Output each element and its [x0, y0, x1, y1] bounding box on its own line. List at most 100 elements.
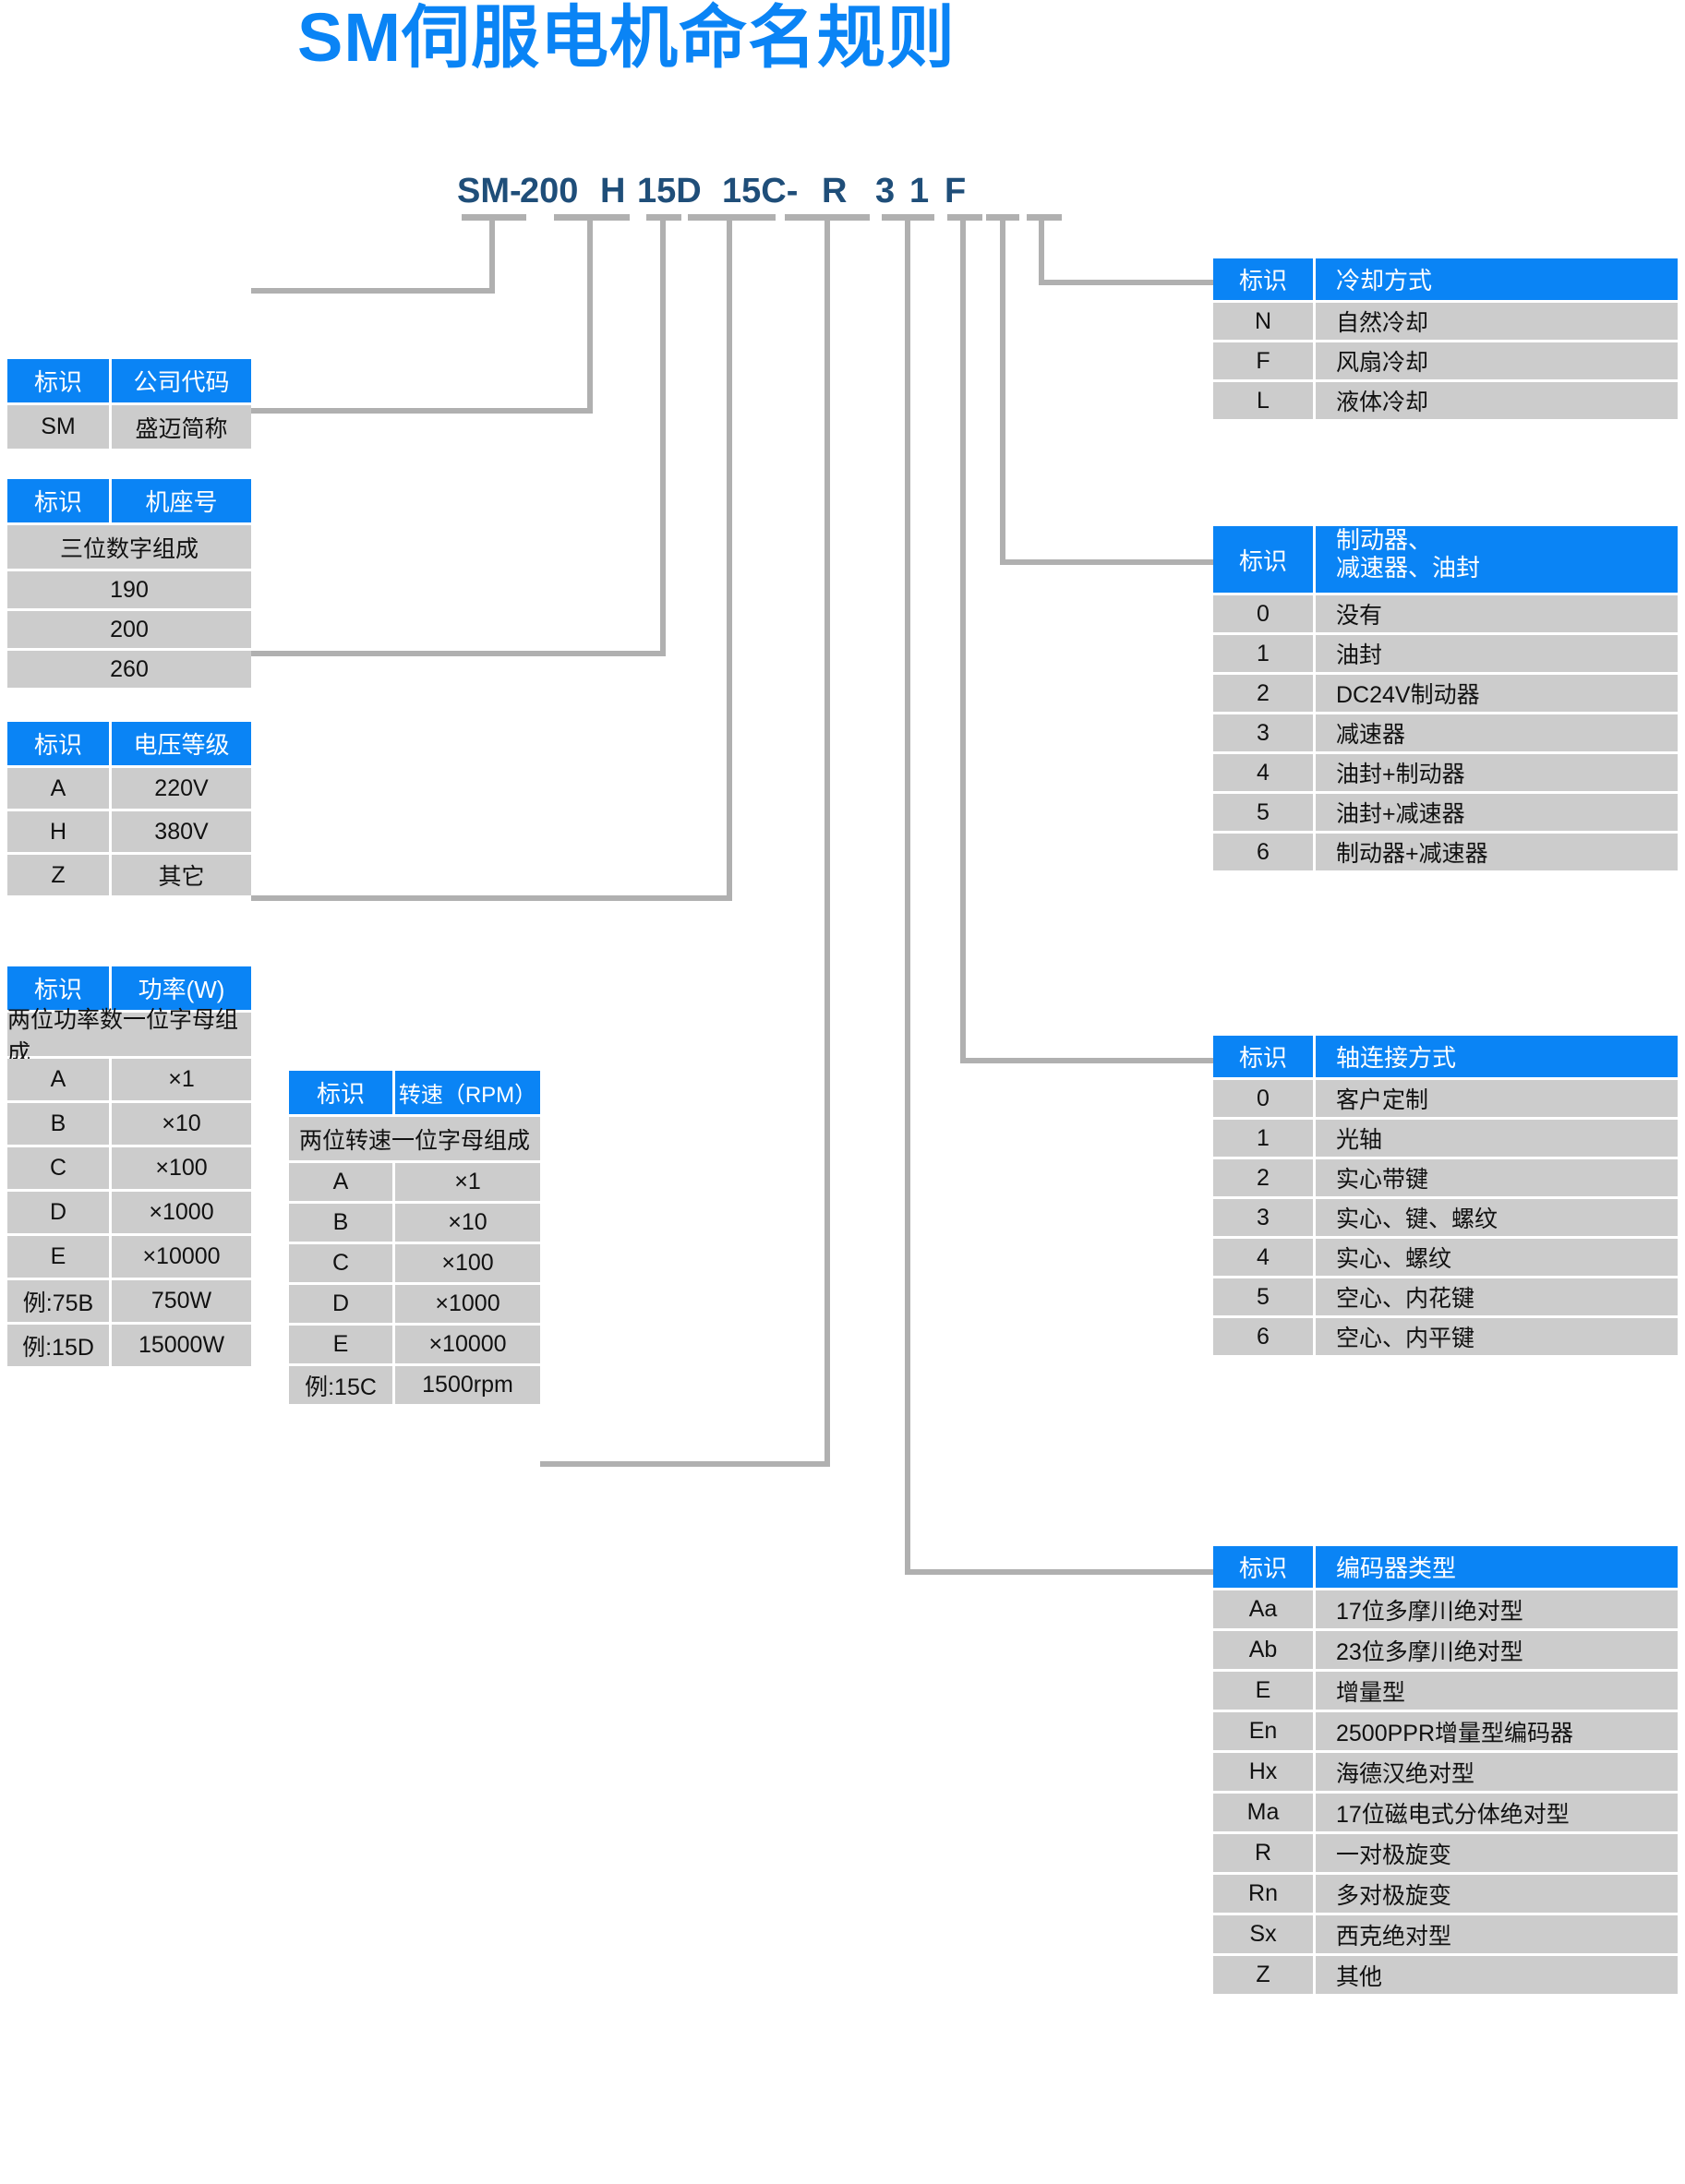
table-row: 2 DC24V制动器: [1213, 675, 1678, 712]
table-row: E ×10000: [7, 1236, 251, 1278]
cell-encoder-single-pole-resolver: 一对极旋变: [1316, 1834, 1678, 1872]
connector-shaft-vertical: [960, 214, 966, 1058]
header-cell-label: 标识: [1213, 258, 1313, 300]
underline-stub-cooling: [1027, 214, 1062, 221]
header-cell-shaft: 轴连接方式: [1316, 1036, 1678, 1077]
table-row: 3 减速器: [1213, 714, 1678, 751]
cell-brake-code-2: 2: [1213, 675, 1313, 712]
cell-shaft-solid-key: 实心带键: [1316, 1159, 1678, 1196]
header-cell-label: 标识: [1213, 1036, 1313, 1077]
connector-rpm-vertical: [824, 214, 830, 1461]
cell-brake-code-3: 3: [1213, 714, 1313, 751]
table-row: 1 油封: [1213, 635, 1678, 672]
connector-power-vertical: [727, 214, 732, 895]
table-header-row: 标识 机座号: [7, 479, 251, 522]
connector-voltage-vertical: [660, 214, 666, 651]
table-header-row: 标识 编码器类型: [1213, 1546, 1678, 1588]
cell-brake-code-6: 6: [1213, 834, 1313, 870]
cell-frame-200: 200: [7, 611, 251, 648]
cell-power-example-15d: 例:15D: [7, 1325, 109, 1366]
cell-voltage-380v: 380V: [112, 811, 251, 852]
table-row: 4 油封+制动器: [1213, 754, 1678, 791]
cell-brake-code-0: 0: [1213, 595, 1313, 632]
cell-encoder-code-rn: Rn: [1213, 1875, 1313, 1913]
table-row: 例:15D 15000W: [7, 1325, 251, 1366]
table-row: N 自然冷却: [1213, 303, 1678, 340]
connector-frame-horizontal: [251, 408, 593, 414]
table-row: En 2500PPR增量型编码器: [1213, 1712, 1678, 1750]
table-note-row: 三位数字组成: [7, 525, 251, 569]
cell-brake-none: 没有: [1316, 595, 1678, 632]
table-row: 2 实心带键: [1213, 1159, 1678, 1196]
cell-power-mult-1000: ×1000: [112, 1192, 251, 1233]
table-header-row: 标识 转速（RPM）: [289, 1071, 540, 1114]
table-power: 标识 功率(W) 两位功率数一位字母组成 A ×1 B ×10 C ×100 D…: [7, 966, 251, 1366]
cell-code-sm: SM: [7, 405, 109, 449]
table-note-row: 两位转速一位字母组成: [289, 1117, 540, 1160]
cell-shaft-solid-thread: 实心、螺纹: [1316, 1239, 1678, 1276]
cell-brake-oilseal-reducer: 油封+减速器: [1316, 794, 1678, 831]
connector-voltage-horizontal: [251, 651, 666, 656]
cell-encoder-2500ppr: 2500PPR增量型编码器: [1316, 1712, 1678, 1750]
cell-brake-code-4: 4: [1213, 754, 1313, 791]
connector-encoder-horizontal: [905, 1569, 1213, 1575]
connector-encoder-vertical: [905, 214, 910, 1569]
connector-cooling-horizontal: [1039, 280, 1213, 285]
cell-power-code-c: C: [7, 1147, 109, 1189]
table-shaft-connection: 标识 轴连接方式 0 客户定制 1 光轴 2 实心带键 3 实心、键、螺纹 4 …: [1213, 1036, 1678, 1355]
header-brake-line2: 减速器、油封: [1336, 554, 1481, 582]
header-cell-frame-size: 机座号: [112, 479, 251, 522]
model-segment-rpm: 15C-: [722, 172, 799, 210]
cell-shaft-code-1: 1: [1213, 1120, 1313, 1157]
header-cell-label: 标识: [7, 966, 109, 1010]
table-brake-reducer-oilseal: 标识 制动器、 减速器、油封 0 没有 1 油封 2 DC24V制动器 3 减速…: [1213, 526, 1678, 870]
cell-encoder-code-sx: Sx: [1213, 1915, 1313, 1953]
table-row: Z 其它: [7, 855, 251, 895]
table-encoder-type: 标识 编码器类型 Aa 17位多摩川绝对型 Ab 23位多摩川绝对型 E 增量型…: [1213, 1546, 1678, 1994]
table-header-row: 标识 轴连接方式: [1213, 1036, 1678, 1077]
cell-power-example-75b: 例:75B: [7, 1280, 109, 1322]
cell-rpm-code-e: E: [289, 1326, 392, 1363]
cell-encoder-17bit-magnetic: 17位磁电式分体绝对型: [1316, 1794, 1678, 1831]
cell-power-mult-1: ×1: [112, 1059, 251, 1100]
table-row: B ×10: [289, 1204, 540, 1242]
header-cell-power: 功率(W): [112, 966, 251, 1010]
table-frame-size: 标识 机座号 三位数字组成 190 200 260: [7, 479, 251, 688]
table-row: 6 制动器+减速器: [1213, 834, 1678, 870]
cell-cooling-code-l: L: [1213, 382, 1313, 419]
cell-cooling-code-f: F: [1213, 342, 1313, 379]
table-row: 260: [7, 651, 251, 688]
header-cell-rpm: 转速（RPM）: [395, 1071, 540, 1114]
cell-shaft-code-5: 5: [1213, 1278, 1313, 1315]
table-row: Ma 17位磁电式分体绝对型: [1213, 1794, 1678, 1831]
header-cell-label: 标识: [289, 1071, 392, 1114]
table-voltage-level: 标识 电压等级 A 220V H 380V Z 其它: [7, 722, 251, 895]
header-cell-company-code: 公司代码: [112, 359, 251, 402]
cell-shaft-hollow-spline: 空心、内花键: [1316, 1278, 1678, 1315]
cell-company-name: 盛迈简称: [112, 405, 251, 449]
table-row: D ×1000: [7, 1192, 251, 1233]
cell-rpm-1500rpm: 1500rpm: [395, 1366, 540, 1404]
table-row: E 增量型: [1213, 1672, 1678, 1710]
cell-shaft-code-6: 6: [1213, 1318, 1313, 1355]
table-row: 0 客户定制: [1213, 1080, 1678, 1117]
table-row: A ×1: [7, 1059, 251, 1100]
cell-shaft-custom: 客户定制: [1316, 1080, 1678, 1117]
table-header-row: 标识 公司代码: [7, 359, 251, 402]
table-row: B ×10: [7, 1103, 251, 1145]
table-row: D ×1000: [289, 1285, 540, 1323]
header-cell-encoder: 编码器类型: [1316, 1546, 1678, 1588]
cell-rpm-mult-10: ×10: [395, 1204, 540, 1242]
connector-frame-vertical: [587, 214, 593, 408]
model-segment-cooling: F: [945, 172, 967, 210]
cell-rpm-mult-1: ×1: [395, 1163, 540, 1201]
table-header-row: 标识 功率(W): [7, 966, 251, 1010]
cell-encoder-code-hx: Hx: [1213, 1753, 1313, 1791]
cell-encoder-code-ab: Ab: [1213, 1631, 1313, 1669]
model-segment-company: SM-: [457, 172, 522, 210]
model-code-string: SM- 200 H 15D 15C- R 3 1 F: [0, 171, 1685, 213]
cell-shaft-code-4: 4: [1213, 1239, 1313, 1276]
cell-encoder-code-aa: Aa: [1213, 1590, 1313, 1628]
cell-power-mult-10000: ×10000: [112, 1236, 251, 1278]
